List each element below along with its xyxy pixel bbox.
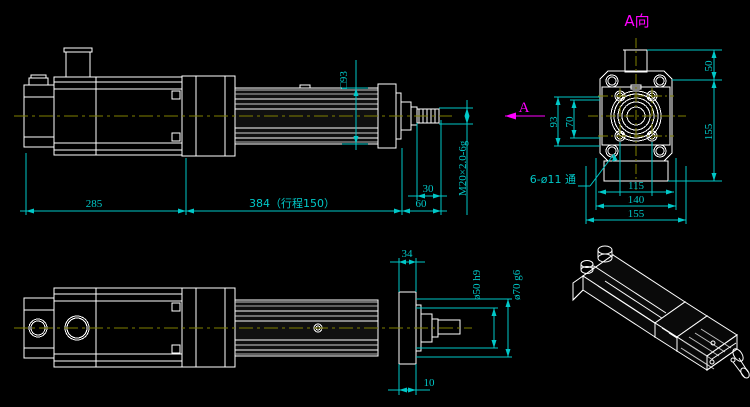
dim-155-vertical: 155 (703, 123, 715, 140)
dim-70: 70 (564, 116, 576, 128)
top-view-dimensions (20, 60, 473, 215)
dim-384-stroke150: 384（行程150） (249, 197, 335, 210)
note-6-holes-d11-through: 6-ø11 通 (530, 173, 576, 186)
iso-view-geometry (572, 245, 750, 379)
dim-d70-g6: ø70 g6 (511, 269, 523, 300)
dim-d50-h9: ø50 h9 (471, 269, 483, 300)
a-view-centerlines (588, 38, 686, 190)
dim-m20-thread: M20×2.0-6g (457, 140, 469, 196)
dim-155-horizontal: 155 (628, 208, 645, 220)
dim-93: 93 (548, 116, 560, 128)
marker-a-label: A (519, 100, 530, 116)
dim-60: 60 (416, 198, 428, 210)
dim-115: 115 (628, 180, 645, 192)
dim-50: 50 (703, 60, 715, 72)
dim-285: 285 (86, 198, 103, 210)
a-view-dimensions (554, 49, 722, 224)
dim-34: 34 (402, 248, 414, 260)
dim-140: 140 (628, 194, 645, 206)
dim-30: 30 (423, 183, 435, 195)
section-marker-a: A (505, 100, 545, 120)
dim-square-93: □93 (338, 71, 350, 89)
dim-10: 10 (424, 377, 436, 389)
bottom-view-dimensions (388, 258, 512, 395)
a-view-title: A向 (624, 12, 649, 30)
